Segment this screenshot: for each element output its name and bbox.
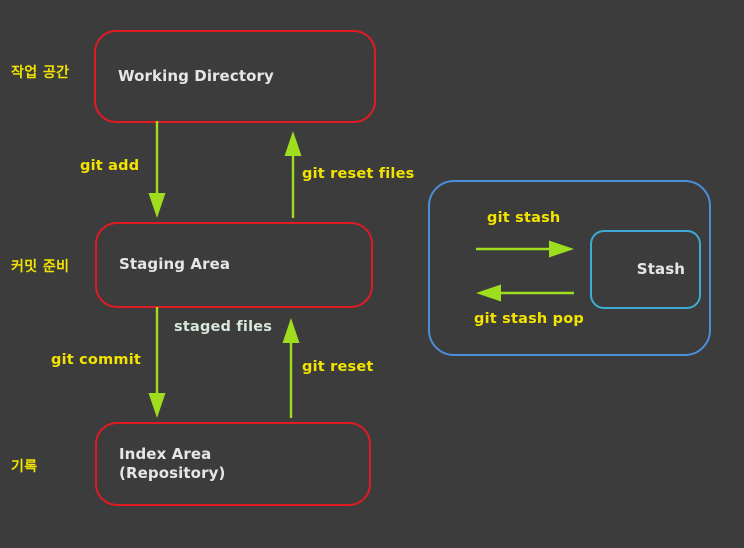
node-working-directory-label: Working Directory (118, 66, 274, 85)
edge-label-git-stash-pop: git stash pop (474, 311, 584, 327)
arrow-staging-to-working (284, 131, 302, 218)
node-stash-label: Stash (636, 259, 685, 278)
edge-label-staged-files: staged files (174, 319, 273, 335)
node-index-area[interactable]: Index Area (Repository) (95, 422, 371, 506)
edge-label-git-add: git add (80, 158, 140, 174)
arrow-index-to-staging (282, 318, 300, 418)
edge-label-git-reset-files: git reset files (302, 166, 415, 182)
arrow-working-to-staging (148, 121, 166, 218)
node-staging-area-label: Staging Area (119, 255, 231, 274)
edge-label-git-reset: git reset (302, 359, 374, 375)
stage-label-record: 기록 (11, 459, 38, 475)
edge-label-git-stash: git stash (487, 210, 561, 226)
arrow-git-stash-pop (476, 284, 574, 302)
stage-label-working-space: 작업 공간 (11, 65, 70, 81)
stash-panel[interactable] (428, 180, 711, 356)
arrow-git-stash (476, 240, 574, 258)
node-index-area-label: Index Area (Repository) (119, 444, 226, 482)
node-staging-area[interactable]: Staging Area (95, 222, 373, 308)
node-working-directory[interactable]: Working Directory (94, 30, 376, 123)
edge-label-git-commit: git commit (51, 352, 142, 368)
stage-label-commit-ready: 커밋 준비 (11, 259, 70, 275)
arrow-staging-to-index (148, 307, 166, 418)
node-stash[interactable]: Stash (590, 230, 701, 309)
